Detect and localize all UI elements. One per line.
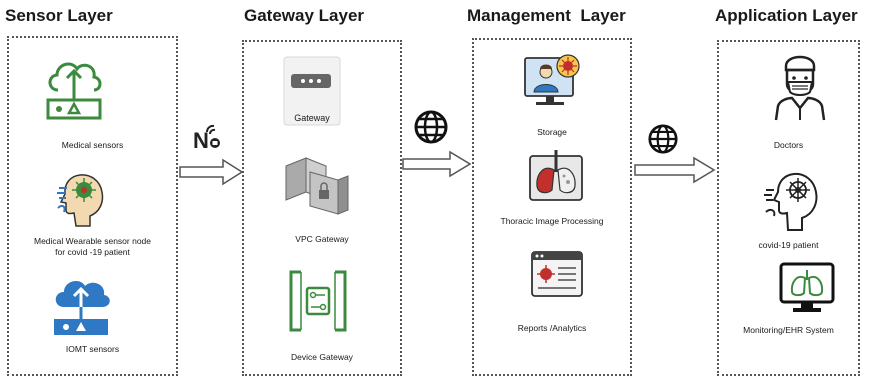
monitoring-ehr-label: Monitoring/EHR System: [743, 325, 834, 335]
management-layer-title: Management Layer: [467, 6, 626, 25]
iomt-sensors-label: IOMT sensors: [65, 344, 120, 354]
arrow-sensor-to-gateway: [179, 158, 245, 186]
globe-icon: [648, 124, 678, 154]
sensor-layer-box: [7, 36, 178, 376]
wireless-icon: N: [192, 122, 222, 150]
thoracic-image-processing-label: Thoracic Image Processing: [500, 216, 604, 226]
gateway-label: Gateway: [294, 113, 330, 123]
cloud-network-icon: [50, 275, 112, 337]
reports-analytics-label: Reports /Analytics: [517, 323, 587, 333]
lungs-icon: [528, 148, 584, 204]
gateway-device-icon: [283, 56, 343, 128]
vpc-gateway-label: VPC Gateway: [295, 234, 349, 244]
globe-icon: [414, 110, 448, 144]
doctor-icon: [770, 52, 830, 122]
storage-label: Storage: [537, 127, 567, 137]
doctors-label: Doctors: [773, 140, 804, 150]
device-gateway-icon: [289, 270, 347, 332]
svg-text:N: N: [193, 128, 209, 150]
monitor-lungs-icon: [779, 262, 835, 314]
head-virus-icon: [56, 172, 108, 228]
vpc-gateway-icon: [280, 150, 352, 218]
patient-head-icon: [764, 170, 828, 232]
covid-patient-label: covid-19 patient: [758, 240, 819, 250]
gateway-layer-box: [242, 40, 402, 376]
cloud-upload-icon: [44, 56, 104, 122]
wearable-sensor-label: Medical Wearable sensor node: [33, 236, 152, 246]
management-layer-box: [472, 38, 632, 376]
monitor-doctor-icon: [522, 52, 586, 112]
arrow-gateway-to-management: [402, 150, 472, 178]
report-window-icon: [530, 250, 584, 298]
gateway-layer-title: Gateway Layer: [244, 6, 365, 25]
device-gateway-label: Device Gateway: [291, 352, 353, 362]
sensor-layer-title: Sensor Layer: [5, 6, 113, 25]
wearable-sensor-label-line2: for covid -19 patient: [55, 247, 130, 257]
arrow-management-to-application: [634, 156, 716, 184]
medical-sensors-label: Medical sensors: [61, 140, 124, 150]
application-layer-title: Application Layer: [715, 6, 858, 25]
application-layer-box: [717, 40, 860, 376]
